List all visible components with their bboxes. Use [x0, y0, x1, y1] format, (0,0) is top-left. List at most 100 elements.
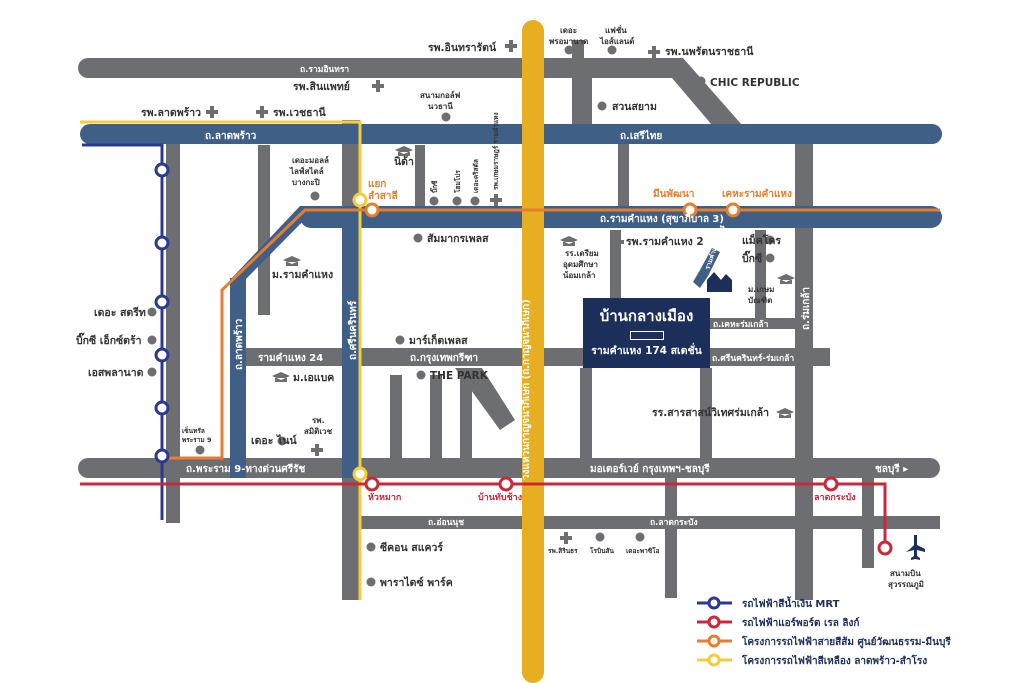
bigc3-dot — [765, 253, 775, 263]
road-label-soi174: รามคำแหง 174 — [703, 223, 727, 270]
chic-dot — [696, 76, 706, 86]
place-noppharat: รพ.นพรัตนราชธานี — [665, 45, 754, 58]
svg-text:รพ.: รพ. — [312, 416, 325, 425]
mrt-station — [154, 400, 170, 416]
svg-text:แยก: แยก — [368, 179, 386, 190]
hospital-icon — [560, 532, 572, 544]
place-paseo: เดอะพาซิโอ — [626, 546, 660, 555]
legend-label: โครงการรถไฟฟ้าสีเหลือง ลาดพร้าว-สำโรง — [741, 654, 927, 667]
place-promenade: เดอะ พรอมานาด — [549, 26, 588, 46]
line-arl — [80, 482, 887, 548]
mrt-station — [154, 294, 170, 310]
station-hua-mak: หัวหมาก — [368, 492, 401, 503]
project-name: บ้านกลางเมือง — [599, 307, 694, 325]
road-v4 — [430, 375, 442, 465]
esplanade-dot — [147, 367, 157, 377]
road-label-motorway: มอเตอร์เวย์ กรุงเทพฯ-ชลบุรี — [590, 463, 710, 475]
place-inthararat: รพ.อินทรารัตน์ — [428, 41, 497, 54]
place-crystal: เดอะคริสตัล — [472, 159, 480, 193]
place-vejthani: รพ.เวชธานี — [273, 106, 326, 119]
road-label-rama9: ถ.พระราม 9-ทางด่วนศรีรัช — [186, 463, 305, 475]
hospital-icon — [372, 80, 384, 92]
seacon-dot — [366, 542, 376, 552]
project-house-icon — [707, 272, 732, 292]
hospital-icon — [490, 194, 502, 206]
place-nida: นิด้า — [394, 155, 414, 168]
svg-text:น้อมเกล้า: น้อมเกล้า — [563, 270, 596, 280]
mrt-station — [154, 235, 170, 251]
arl-station — [823, 476, 839, 492]
place-paradise: พาราไดซ์ พาร์ค — [380, 576, 453, 589]
place-airport: สนามบิน สุวรรณภูมิ — [888, 569, 924, 590]
legend-label: รถไฟฟ้าสีน้ำเงิน MRT — [742, 596, 840, 610]
road-rama9-motorway — [78, 458, 940, 478]
road-ladprao-vertical — [230, 278, 246, 478]
place-makro: แม็คโคร — [742, 233, 781, 247]
place-kasembundit: ม.เกษม บัณฑิต — [748, 285, 774, 305]
orange-station — [364, 202, 380, 218]
road-label-ramintra: ถ.รามอินทรา — [300, 64, 349, 75]
road-label-kehromklao: ถ.เคหะร่มเกล้า — [713, 319, 769, 330]
road-label-onnut: ถ.อ่อนนุช — [428, 517, 464, 528]
place-central: เซ็นทรัล พระราม 9 — [182, 426, 212, 444]
svg-text:ไลฟ์สไตล์: ไลฟ์สไตล์ — [289, 166, 324, 176]
svg-text:เดอะ: เดอะ — [560, 26, 577, 35]
marketplace-dot — [395, 335, 405, 345]
hospital-icons — [206, 40, 660, 544]
road-diag-park — [455, 368, 515, 430]
road-label-chonburi: ชลบุรี ▸ — [875, 463, 908, 475]
place-siampark: สวนสยาม — [612, 101, 657, 113]
legend: รถไฟฟ้าสีน้ำเงิน MRT รถไฟฟ้าแอร์พอร์ต เร… — [697, 596, 951, 667]
road-v10 — [862, 478, 874, 568]
station-min-phatthana: มีนพัฒนา — [653, 188, 695, 200]
bigcextra-dot — [147, 335, 157, 345]
svg-text:สุวรรณภูมิ: สุวรรณภูมิ — [888, 580, 924, 590]
golf-dot — [441, 112, 451, 122]
yellow-station — [352, 192, 368, 208]
place-sammakorn: สัมมากรเพลส — [427, 233, 489, 245]
place-bigc3: บิ๊กซี — [742, 250, 762, 265]
road-v7 — [618, 140, 629, 220]
place-thestreet: เดอะ สตรีท — [94, 306, 146, 319]
svg-text:ไอส์แลนด์: ไอส์แลนด์ — [599, 36, 634, 46]
place-seacon: ซีคอน สแควร์ — [380, 541, 443, 554]
svg-text:เดอะมอลล์: เดอะมอลล์ — [292, 155, 329, 165]
road-v-minphat — [610, 230, 621, 310]
road-v-siampark — [580, 78, 592, 128]
arl-station — [364, 476, 380, 492]
yellow-stations — [352, 192, 368, 482]
place-homepro: โฮมโปร — [453, 170, 462, 194]
svg-text:บัณฑิต: บัณฑิต — [748, 296, 772, 305]
svg-text:อุดมศึกษา: อุดมศึกษา — [563, 260, 598, 270]
road-v1 — [258, 145, 270, 315]
road-ladprao-serithai — [80, 124, 942, 144]
place-themall: เดอะมอลล์ ไลฟ์สไตล์ บางกะปิ — [289, 155, 329, 187]
station-yaek-lamsali: แยก ลำสาลี — [368, 179, 398, 202]
hospital-icon — [311, 444, 323, 456]
makro-dot — [765, 235, 775, 245]
svg-text:ม.เกษม: ม.เกษม — [748, 285, 774, 294]
station-ban-thap-chang: บ้านทับช้าง — [478, 492, 522, 503]
road-label-minphatthana: ถ.มีนพัฒนา — [601, 246, 609, 280]
road-v3 — [390, 375, 402, 465]
svg-text:รร.เตรียม: รร.เตรียม — [565, 248, 599, 258]
mall-dot — [310, 191, 320, 201]
arl-station — [498, 476, 514, 492]
project-subtitle: รามคำแหง 174 สเตชั่น — [591, 345, 702, 357]
promenade-dot — [564, 45, 574, 55]
hospital-icon — [505, 40, 517, 52]
road-label-latkrabang: ถ.ลาดกระบัง — [650, 517, 698, 528]
road-label-ram24: รามคำแหง 24 — [258, 352, 323, 364]
svg-text:พรอมานาด: พรอมานาด — [549, 37, 588, 46]
thepark-dot — [416, 370, 426, 380]
place-marketplace: มาร์เก็ตเพลส — [409, 333, 468, 347]
road-soi174 — [693, 248, 720, 288]
place-ram2hosp: รพ.รามคำแหง 2 — [626, 236, 704, 248]
place-samitivej: รพ. สมิติเวช — [304, 416, 333, 436]
orange-station — [725, 202, 741, 218]
orange-station — [682, 202, 698, 218]
line-yellow — [80, 120, 362, 600]
road-v9 — [700, 368, 712, 463]
legend-label: โครงการรถไฟฟ้าสายสีส้ม ศูนย์วัฒนธรรม-มีน… — [741, 635, 951, 649]
place-abac: ม.เอแบค — [293, 372, 334, 384]
